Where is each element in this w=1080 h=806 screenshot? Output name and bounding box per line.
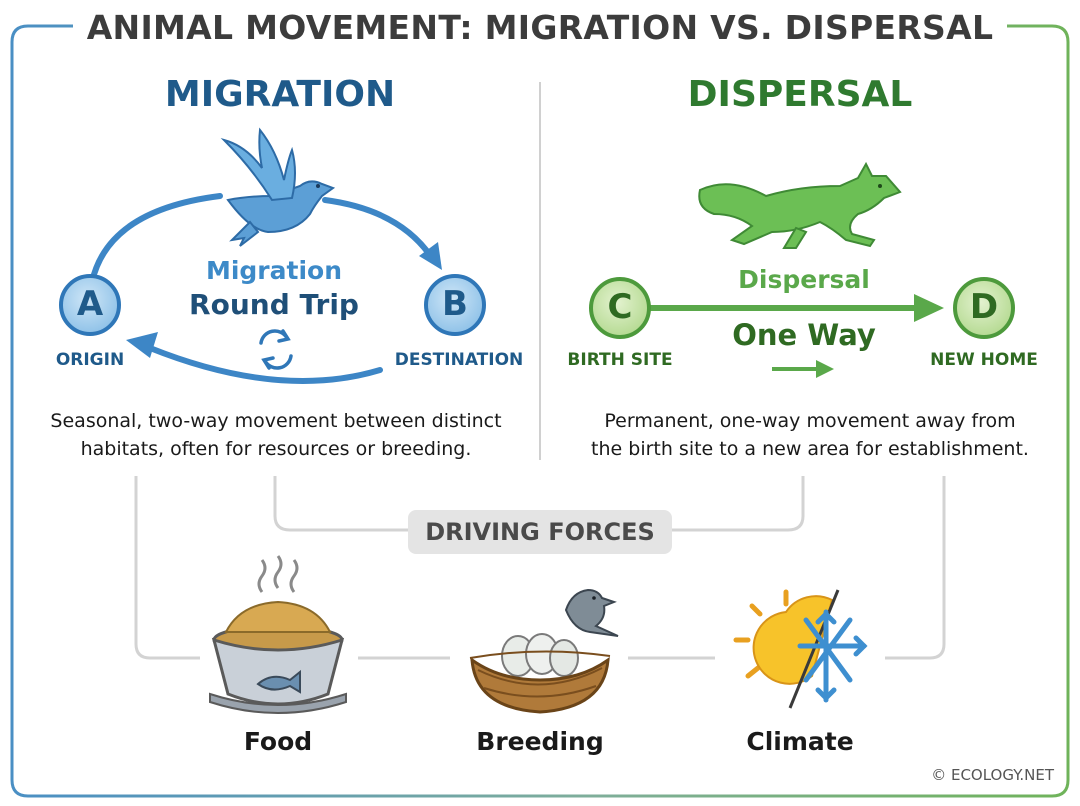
force-label-climate: Climate [746,727,854,756]
page-title: ANIMAL MOVEMENT: MIGRATION VS. DISPERSAL [0,8,1080,47]
migration-description-line2: habitats, often for resources or breedin… [80,438,472,460]
nest-icon [469,588,619,714]
node-d-letter: D [969,287,999,327]
new-home-caption: NEW HOME [930,350,1038,370]
force-label-food: Food [243,727,313,756]
node-a-letter: A [76,284,104,324]
round-trip-label: Round Trip [189,288,359,321]
driving-forces-heading: DRIVING FORCES [408,510,672,554]
bird-icon [220,127,336,247]
fox-icon [698,161,902,249]
force-label-breeding: Breeding [476,727,604,756]
sun-snowflake-icon [733,589,868,709]
dispersal-path [643,294,944,378]
driving-forces-connectors [134,476,946,660]
origin-caption: ORIGIN [55,350,125,370]
migration-description-line1: Seasonal, two-way movement between disti… [50,410,502,432]
migration-cycle [89,193,442,384]
node-c-letter: C [607,287,633,327]
node-b [424,274,486,336]
dispersal-description-line2: the birth site to a new area for establi… [591,438,1029,460]
dispersal-label: Dispersal [738,265,870,294]
node-d [953,277,1015,339]
birth-site-caption: BIRTH SITE [567,350,673,370]
cycle-icon [259,329,293,370]
node-a [59,274,121,336]
outer-frame [10,24,1070,798]
copyright-notice: © ECOLOGY.NET [931,766,1054,784]
migration-label: Migration [205,256,343,285]
dispersal-heading: DISPERSAL [687,74,913,115]
food-bowl-icon [209,555,347,714]
migration-heading: MIGRATION [164,74,396,115]
node-b-letter: B [442,284,468,324]
destination-caption: DESTINATION [394,350,524,370]
one-way-label: One Way [732,318,876,352]
node-c [589,277,651,339]
dispersal-description-line1: Permanent, one-way movement away from [604,410,1016,432]
